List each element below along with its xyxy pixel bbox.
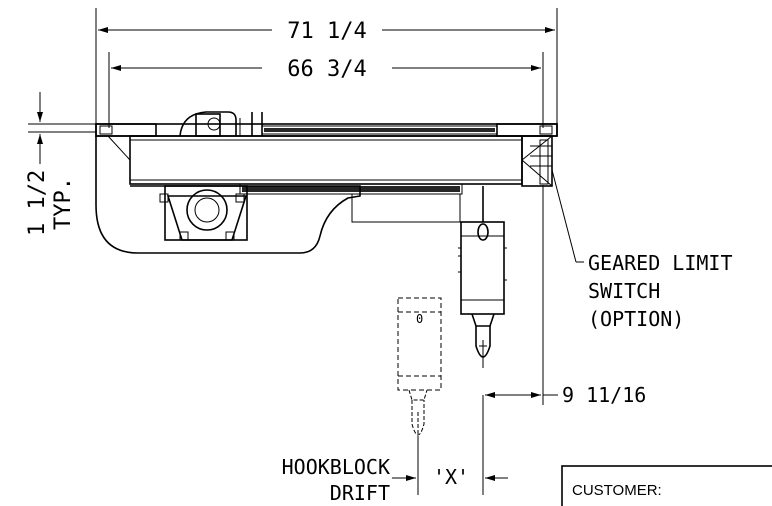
hoist-pendant-right xyxy=(458,186,507,368)
title-block: CUSTOMER: xyxy=(561,465,772,506)
customer-label: CUSTOMER: xyxy=(572,482,662,499)
dimension-overall-width: 71 1/4 xyxy=(98,19,555,44)
dimension-inner-width: 66 3/4 xyxy=(111,57,541,82)
bridge-girder xyxy=(107,135,553,187)
gear-box xyxy=(159,185,248,241)
dimension-hook-offset: 9 11/16 xyxy=(485,383,646,407)
extension-lines xyxy=(28,8,558,495)
dimension-end-truck-height: 1 1/2 TYP. xyxy=(25,92,76,236)
hookblock-text-2: DRIFT xyxy=(330,481,390,505)
geared-limit-leader: GEARED LIMIT SWITCH (OPTION) xyxy=(551,169,733,331)
hook-offset-label: 9 11/16 xyxy=(562,383,646,407)
end-truck-height-label-2: TYP. xyxy=(51,177,76,230)
end-truck-height-label-1: 1 1/2 xyxy=(25,170,50,236)
drift-symbol: 'X' xyxy=(433,465,469,489)
overall-width-label: 71 1/4 xyxy=(287,19,366,44)
hoist-motor xyxy=(179,111,241,137)
geared-limit-text-3: (OPTION) xyxy=(588,307,684,331)
end-truck-housing xyxy=(95,123,558,254)
rope-drum xyxy=(239,112,498,195)
geared-limit-text-2: SWITCH xyxy=(588,279,660,303)
inner-width-label: 66 3/4 xyxy=(287,57,366,82)
dimension-hookblock-drift: 'X' HOOKBLOCK DRIFT xyxy=(282,455,508,505)
pendant-marker: 0 xyxy=(416,312,423,326)
geared-limit-text-1: GEARED LIMIT xyxy=(588,251,733,275)
hoist-pendant-left: 0 xyxy=(397,297,442,440)
hookblock-text-1: HOOKBLOCK xyxy=(282,455,390,479)
trolley-frame xyxy=(351,194,461,223)
